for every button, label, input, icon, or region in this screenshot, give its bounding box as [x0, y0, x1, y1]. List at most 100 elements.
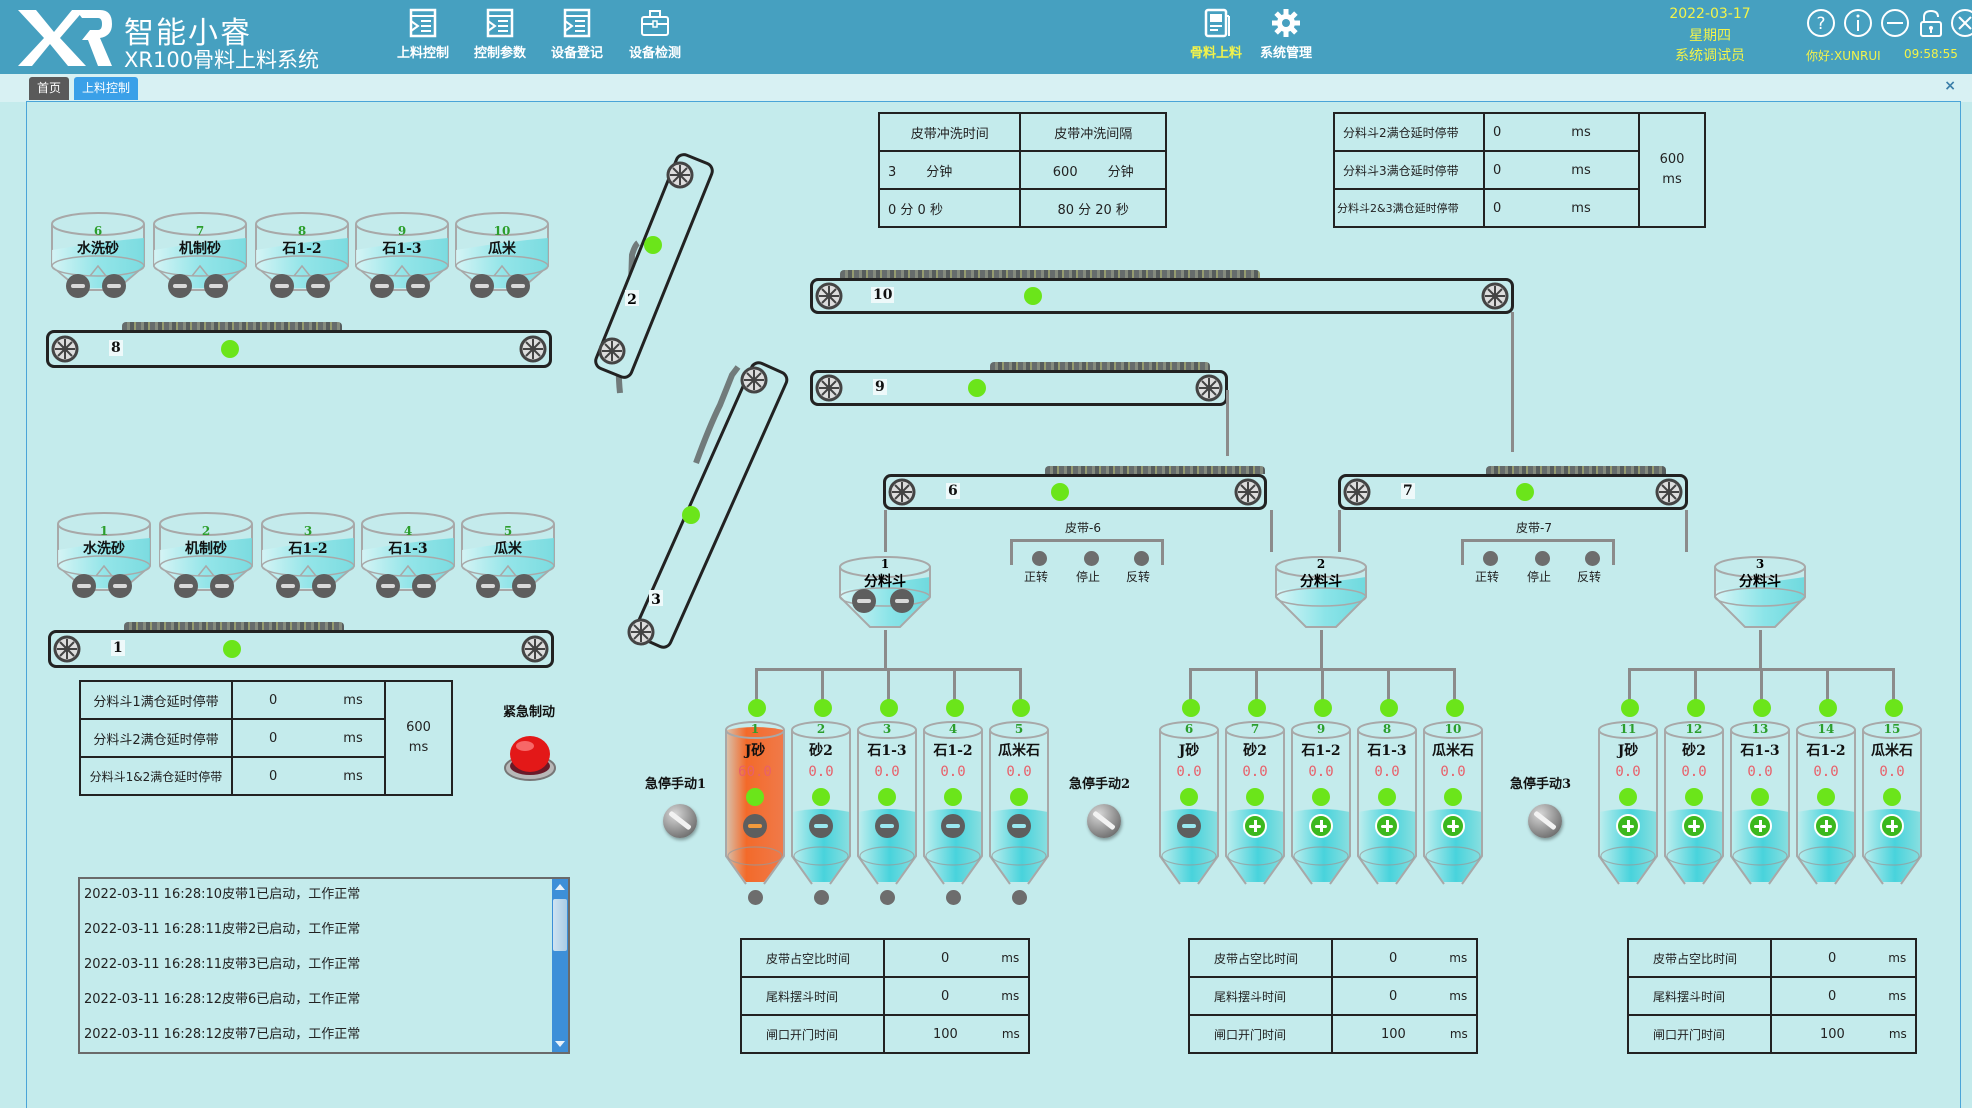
- valve-minus-icon[interactable]: [168, 274, 192, 298]
- valve-plus-icon[interactable]: [1814, 814, 1838, 838]
- valve-plus-icon[interactable]: [1880, 814, 1904, 838]
- close-tab-icon[interactable]: ×: [1944, 78, 1956, 94]
- valve-minus-icon[interactable]: [406, 274, 430, 298]
- valve-minus-icon[interactable]: [941, 814, 965, 838]
- direction-indicator[interactable]: [1585, 551, 1600, 566]
- conveyor-8[interactable]: 8: [46, 330, 552, 368]
- valve-minus-icon[interactable]: [470, 274, 494, 298]
- valve-minus-icon[interactable]: [890, 589, 914, 613]
- nav-device-register[interactable]: 设备登记: [539, 8, 615, 70]
- valve-minus-icon[interactable]: [875, 814, 899, 838]
- estop-knob[interactable]: [1087, 804, 1121, 838]
- nav-feed-control[interactable]: 上料控制: [385, 8, 461, 70]
- valve-plus-icon[interactable]: [1441, 814, 1465, 838]
- lock-icon[interactable]: [1916, 8, 1946, 38]
- valve-minus-icon[interactable]: [306, 274, 330, 298]
- valve-minus-icon[interactable]: [66, 274, 90, 298]
- valve-minus-icon[interactable]: [512, 574, 536, 598]
- estop-knob[interactable]: [1528, 804, 1562, 838]
- conveyor-2[interactable]: 2: [593, 152, 714, 394]
- valve-plus-icon[interactable]: [1748, 814, 1772, 838]
- valve-minus-icon[interactable]: [204, 274, 228, 298]
- nav-device-check[interactable]: 设备检测: [617, 8, 693, 70]
- scroll-down-icon[interactable]: [555, 1041, 565, 1047]
- valve-plus-icon[interactable]: [1243, 814, 1267, 838]
- estop-knob[interactable]: [663, 804, 697, 838]
- valve-minus-icon[interactable]: [1177, 814, 1201, 838]
- conveyor-1[interactable]: 1: [48, 630, 554, 668]
- direction-indicator[interactable]: [1535, 551, 1550, 566]
- tab-home[interactable]: 首页: [29, 77, 70, 100]
- conveyor-3[interactable]: 3: [627, 360, 789, 650]
- valve-plus-icon[interactable]: [1375, 814, 1399, 838]
- nav-aggregate-feed[interactable]: 骨料上料: [1178, 8, 1254, 70]
- scroll-thumb[interactable]: [553, 899, 567, 951]
- valve-minus-icon[interactable]: [210, 574, 234, 598]
- close-icon[interactable]: [1950, 8, 1972, 38]
- conveyor-10[interactable]: 10: [810, 278, 1514, 314]
- valve-minus-icon[interactable]: [312, 574, 336, 598]
- valve-minus-icon[interactable]: [108, 574, 132, 598]
- tab-feed-control[interactable]: 上料控制: [74, 77, 139, 100]
- valve-plus-icon[interactable]: [1309, 814, 1333, 838]
- valve-plus-icon[interactable]: [1682, 814, 1706, 838]
- valve-minus-icon[interactable]: [412, 574, 436, 598]
- conveyor-9[interactable]: 9: [810, 370, 1228, 406]
- scroll-up-icon[interactable]: [555, 884, 565, 890]
- direction-indicator[interactable]: [1134, 551, 1149, 566]
- valve-minus-icon[interactable]: [102, 274, 126, 298]
- direction-indicator[interactable]: [1032, 551, 1047, 566]
- valve-minus-icon[interactable]: [370, 274, 394, 298]
- conveyor-6[interactable]: 6: [883, 474, 1267, 510]
- valve-minus-icon[interactable]: [270, 274, 294, 298]
- valve-minus-icon[interactable]: [276, 574, 300, 598]
- emergency-brake-button[interactable]: [501, 732, 559, 784]
- direction-indicator[interactable]: [1483, 551, 1498, 566]
- valve-minus-icon[interactable]: [376, 574, 400, 598]
- valve-plus-icon[interactable]: [1616, 814, 1640, 838]
- valve-minus-icon[interactable]: [852, 589, 876, 613]
- help-icon[interactable]: ?: [1806, 8, 1836, 38]
- conveyor-7[interactable]: 7: [1338, 474, 1688, 510]
- nav-control-params[interactable]: 控制参数: [462, 8, 538, 70]
- valve-minus-icon[interactable]: [476, 574, 500, 598]
- nav-system-manage[interactable]: 系统管理: [1248, 8, 1324, 70]
- valve-minus-icon[interactable]: [1007, 814, 1031, 838]
- valve-minus-icon[interactable]: [72, 574, 96, 598]
- log-scrollbar[interactable]: [552, 879, 568, 1052]
